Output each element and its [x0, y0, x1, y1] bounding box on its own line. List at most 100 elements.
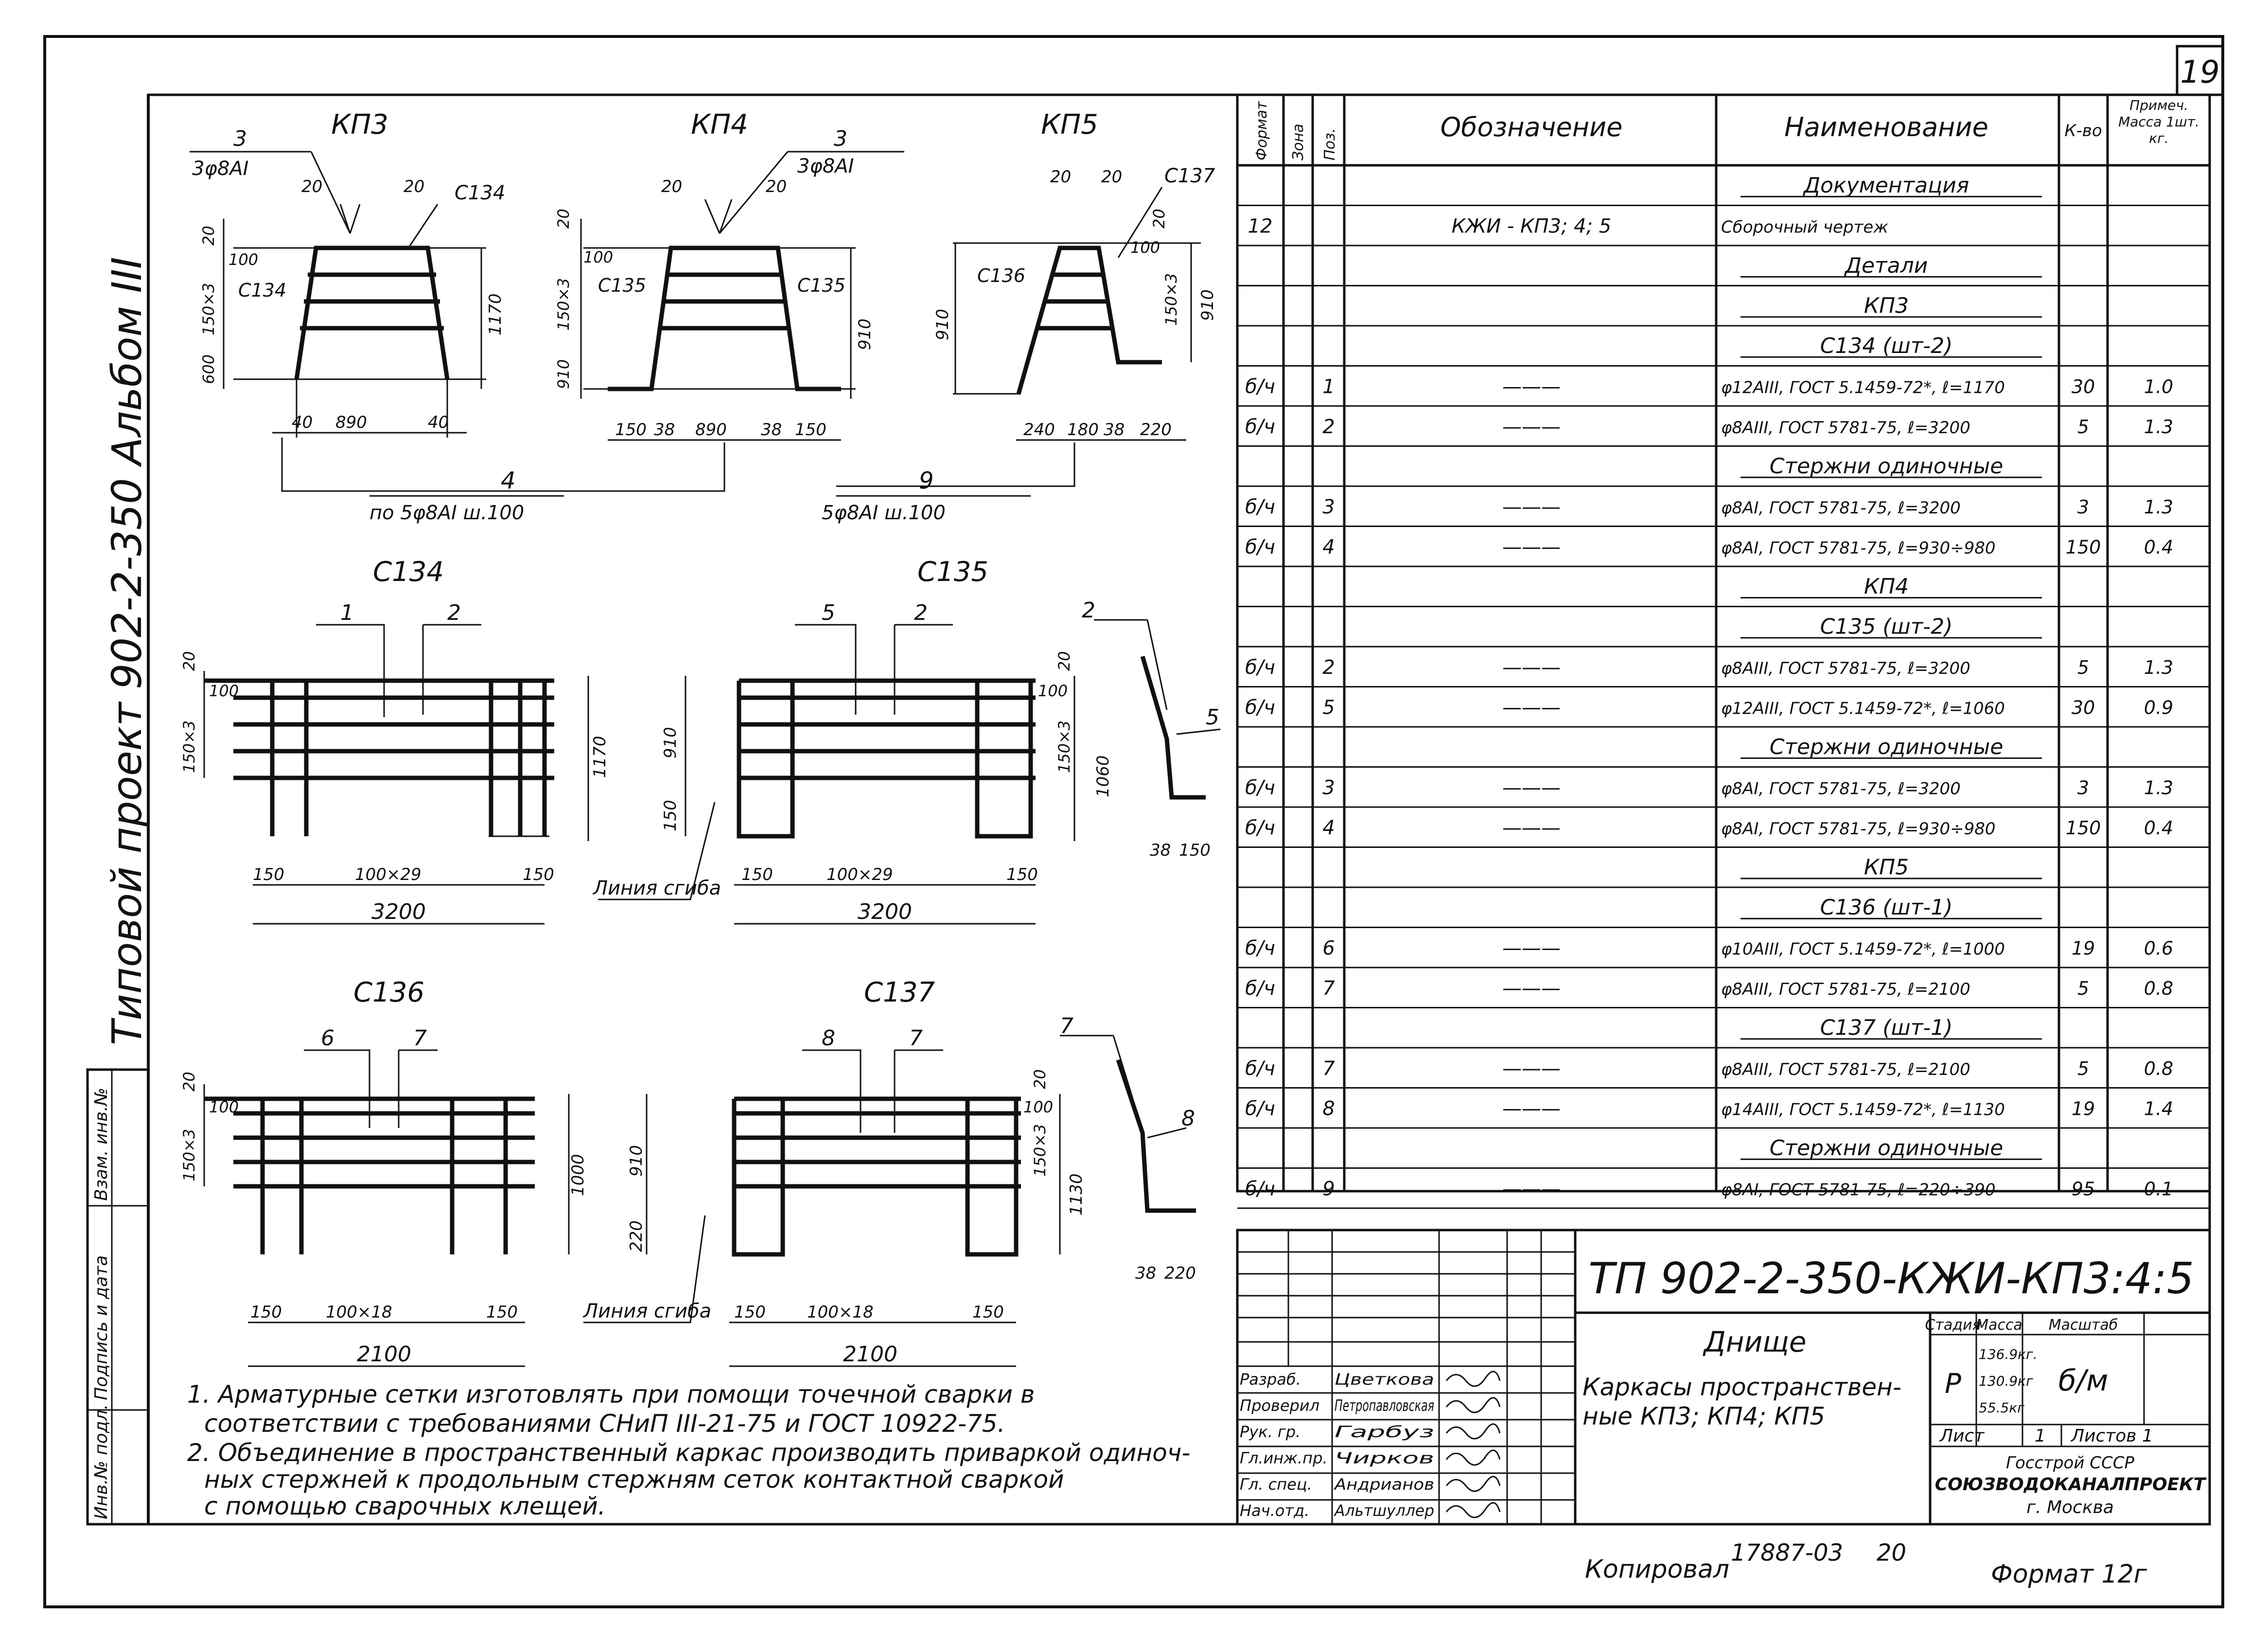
- spec-cell-pos: 8: [1322, 1098, 1335, 1120]
- side-label-inv: Инв.№ подл.: [91, 1404, 111, 1519]
- signature-mark: [1445, 1476, 1501, 1492]
- c137-title: С137: [864, 977, 935, 1008]
- spec-cell-designation: ———: [1502, 777, 1561, 799]
- spec-cell-pos: 7: [1322, 1057, 1335, 1080]
- signature-mark: [1445, 1371, 1501, 1387]
- spec-cell-designation: ———: [1502, 536, 1561, 559]
- spec-cell-pos: 6: [1322, 937, 1335, 960]
- c134-dim-l2: 100: [209, 682, 239, 700]
- spec-h-zone: Зона: [1290, 123, 1307, 160]
- spec-cell-qty: 5: [2077, 657, 2089, 678]
- kp4-dim-b2: 38: [654, 420, 675, 440]
- c134-mark-2: 2: [447, 600, 461, 625]
- spec-cell-name: КП5: [1864, 855, 1909, 880]
- kp3-dim-b1: 40: [292, 413, 313, 432]
- spec-cell-mass: 0.4: [2144, 817, 2173, 839]
- spec-cell-name: Стержни одиночные: [1770, 1136, 2004, 1161]
- spec-cell-name: КП3: [1864, 294, 1909, 318]
- c136-mark-2: 7: [413, 1026, 427, 1051]
- c137-dim-b2: 100×18: [807, 1303, 874, 1322]
- c136-dim-l1: 20: [180, 1072, 198, 1091]
- c137-dim-r3: 150×3: [1031, 1124, 1049, 1177]
- copy-suffix: 20: [1877, 1539, 1906, 1567]
- c135-mark-1: 5: [822, 600, 835, 625]
- spec-cell-designation: КЖИ - КП3; 4; 5: [1452, 215, 1611, 238]
- kp3-callout-c: С134: [455, 182, 505, 204]
- format-label: Формат 12г: [1991, 1560, 2147, 1589]
- c137-mark-1: 8: [822, 1026, 835, 1051]
- spec-cell-pos: 1: [1322, 376, 1335, 398]
- spec-cell-mass: 0.8: [2144, 1058, 2173, 1079]
- spec-cell-format: б/ч: [1245, 536, 1275, 559]
- signature-mark: [1445, 1423, 1501, 1440]
- c135-side-dim-1: 38: [1150, 841, 1171, 860]
- kp4-dim-l4: 910: [554, 359, 573, 389]
- spec-cell-name: φ8AI, ГОСТ 5781-75, ℓ=930÷980: [1721, 819, 1995, 839]
- spec-cell-qty: 150: [2066, 537, 2101, 558]
- c136-total: 2100: [357, 1342, 411, 1367]
- spec-cell-pos: 7: [1322, 977, 1335, 1000]
- spec-cell-name: Документация: [1803, 173, 1969, 198]
- tb-role-name: Чирков: [1335, 1449, 1434, 1467]
- tb-role: Гл. спец.: [1240, 1475, 1312, 1494]
- c135-side-mark-1: 2: [1082, 598, 1095, 623]
- spec-cell-name: С134 (шт-2): [1820, 334, 1953, 358]
- c136-dim-r: 1000: [568, 1154, 588, 1196]
- spec-h-pos: Поз.: [1321, 128, 1338, 160]
- spec-cell-format: б/ч: [1245, 656, 1275, 679]
- kp5-dim-b4: 220: [1140, 420, 1172, 440]
- tb-sheet-num: 1: [2035, 1426, 2046, 1446]
- group4-num: 4: [501, 467, 516, 494]
- c134-dim-r: 1170: [590, 736, 610, 778]
- spec-cell-pos: 3: [1322, 777, 1335, 799]
- mesh-c135: С135 5 2 910 150 20 100 150×3 1060 150 1…: [592, 556, 1221, 925]
- spec-cell-format: б/ч: [1245, 937, 1275, 960]
- kp3-dim-b2: 890: [335, 413, 367, 432]
- signature-mark: [1445, 1502, 1501, 1518]
- spec-cell-designation: ———: [1502, 656, 1561, 679]
- spec-cell-mass: 1.3: [2144, 777, 2173, 799]
- spec-cell-name: φ12AIII, ГОСТ 5.1459-72*, ℓ=1060: [1721, 699, 2005, 719]
- kp3-dim-l1: 20: [199, 226, 218, 246]
- kp4-dim-l2: 100: [583, 248, 613, 266]
- tb-scale: б/м: [2058, 1364, 2108, 1398]
- spec-cell-name: Сборочный чертеж: [1721, 218, 1888, 237]
- spec-cell-qty: 19: [2072, 938, 2095, 959]
- kp3-callout-num: 3: [233, 126, 247, 151]
- c137-dim-r: 1130: [1067, 1173, 1086, 1215]
- spec-cell-designation: ———: [1502, 496, 1561, 518]
- c136-dim-b3: 150: [486, 1303, 518, 1322]
- tb-role-name: Петропавловская: [1335, 1396, 1434, 1415]
- spec-h-qty: К-во: [2064, 121, 2102, 141]
- tb-role: Нач.отд.: [1240, 1501, 1309, 1520]
- spec-cell-name: КП4: [1864, 574, 1909, 599]
- group4-text: по 5φ8AI ш.100: [369, 502, 524, 524]
- c135-dim-r: 1060: [1093, 755, 1113, 797]
- c135-dim-b2: 100×29: [826, 865, 893, 884]
- kp4-right-c: С135: [797, 275, 845, 296]
- mesh-c137: С137 8 7 910 220 20 100 150×3 1130 150 1…: [582, 977, 1196, 1367]
- spec-cell-name: Стержни одиночные: [1770, 454, 2004, 479]
- tb-code: ТП 902-2-350-КЖИ-КП3:4:5: [1588, 1253, 2194, 1303]
- c136-dim-b1: 150: [250, 1303, 282, 1322]
- c135-dim-b3: 150: [1006, 865, 1038, 884]
- spec-cell-name: φ8AI, ГОСТ 5781-75, ℓ=220÷390: [1721, 1180, 1995, 1200]
- kp5-dim-r: 910: [1198, 289, 1217, 321]
- spec-cell-pos: 5: [1322, 697, 1335, 719]
- kp3-dim-top-2: 20: [404, 177, 424, 196]
- kp4-left-c: С135: [598, 275, 646, 296]
- c134-dim-l1: 20: [180, 651, 198, 671]
- kp5-dim-ri2: 100: [1130, 238, 1160, 257]
- kp4-dim-b1: 150: [615, 420, 647, 440]
- kp4-dim-r: 910: [855, 318, 875, 350]
- c136-dim-b2: 100×18: [326, 1303, 392, 1322]
- kp4-dim-b5: 150: [795, 420, 826, 440]
- kp5-title: КП5: [1041, 109, 1098, 141]
- album-text: Типовой проект 902-2-350 Альбом III: [103, 257, 151, 1045]
- tb-role: Гл.инж.пр.: [1240, 1449, 1328, 1467]
- spec-h-name: Наименование: [1784, 112, 1988, 142]
- spec-cell-designation: ———: [1502, 1178, 1561, 1200]
- spec-h-note: Примеч. Масса 1шт. кг.: [2118, 97, 2199, 146]
- c135-side-dim-2: 150: [1179, 841, 1211, 860]
- c134-dim-b3: 150: [523, 865, 554, 884]
